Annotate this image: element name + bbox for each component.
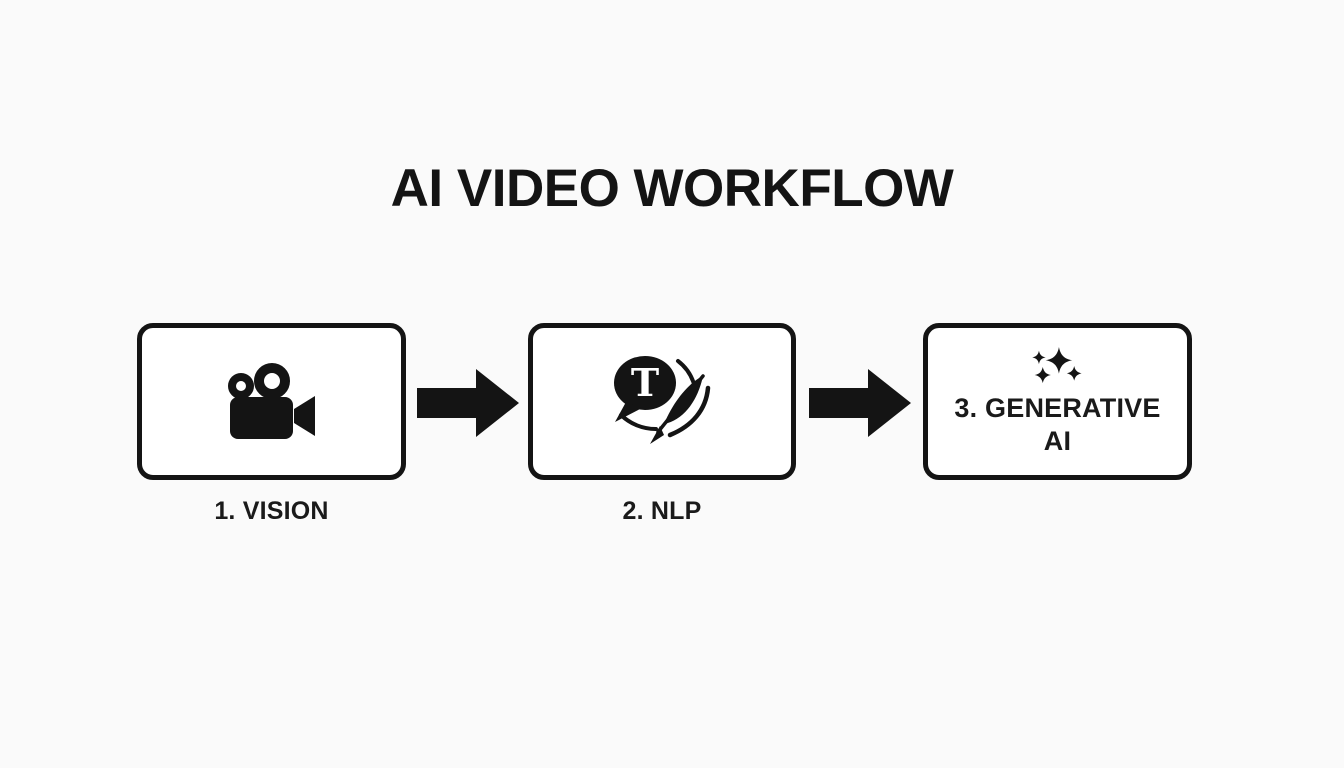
speech-bubble-quill-icon: T [604,350,720,454]
workflow-step-vision-label: 1. VISION [214,497,329,525]
arrow-right-icon [414,365,522,441]
diagram-title: AI VIDEO WORKFLOW [390,159,954,218]
workflow-step-generative-ai-box: 3. GENERATIVE AI [923,323,1192,480]
workflow-step-generative-ai-label: 3. GENERATIVE AI [954,392,1161,456]
sparkles-icon [1029,346,1087,386]
arrow-right-icon [806,365,914,441]
workflow-step-nlp-label: 2. NLP [622,497,702,525]
bubble-letter: T [631,360,659,405]
workflow-step-nlp-box: T [528,323,796,480]
video-camera-icon [227,362,317,441]
workflow-step-vision-box [137,323,406,480]
